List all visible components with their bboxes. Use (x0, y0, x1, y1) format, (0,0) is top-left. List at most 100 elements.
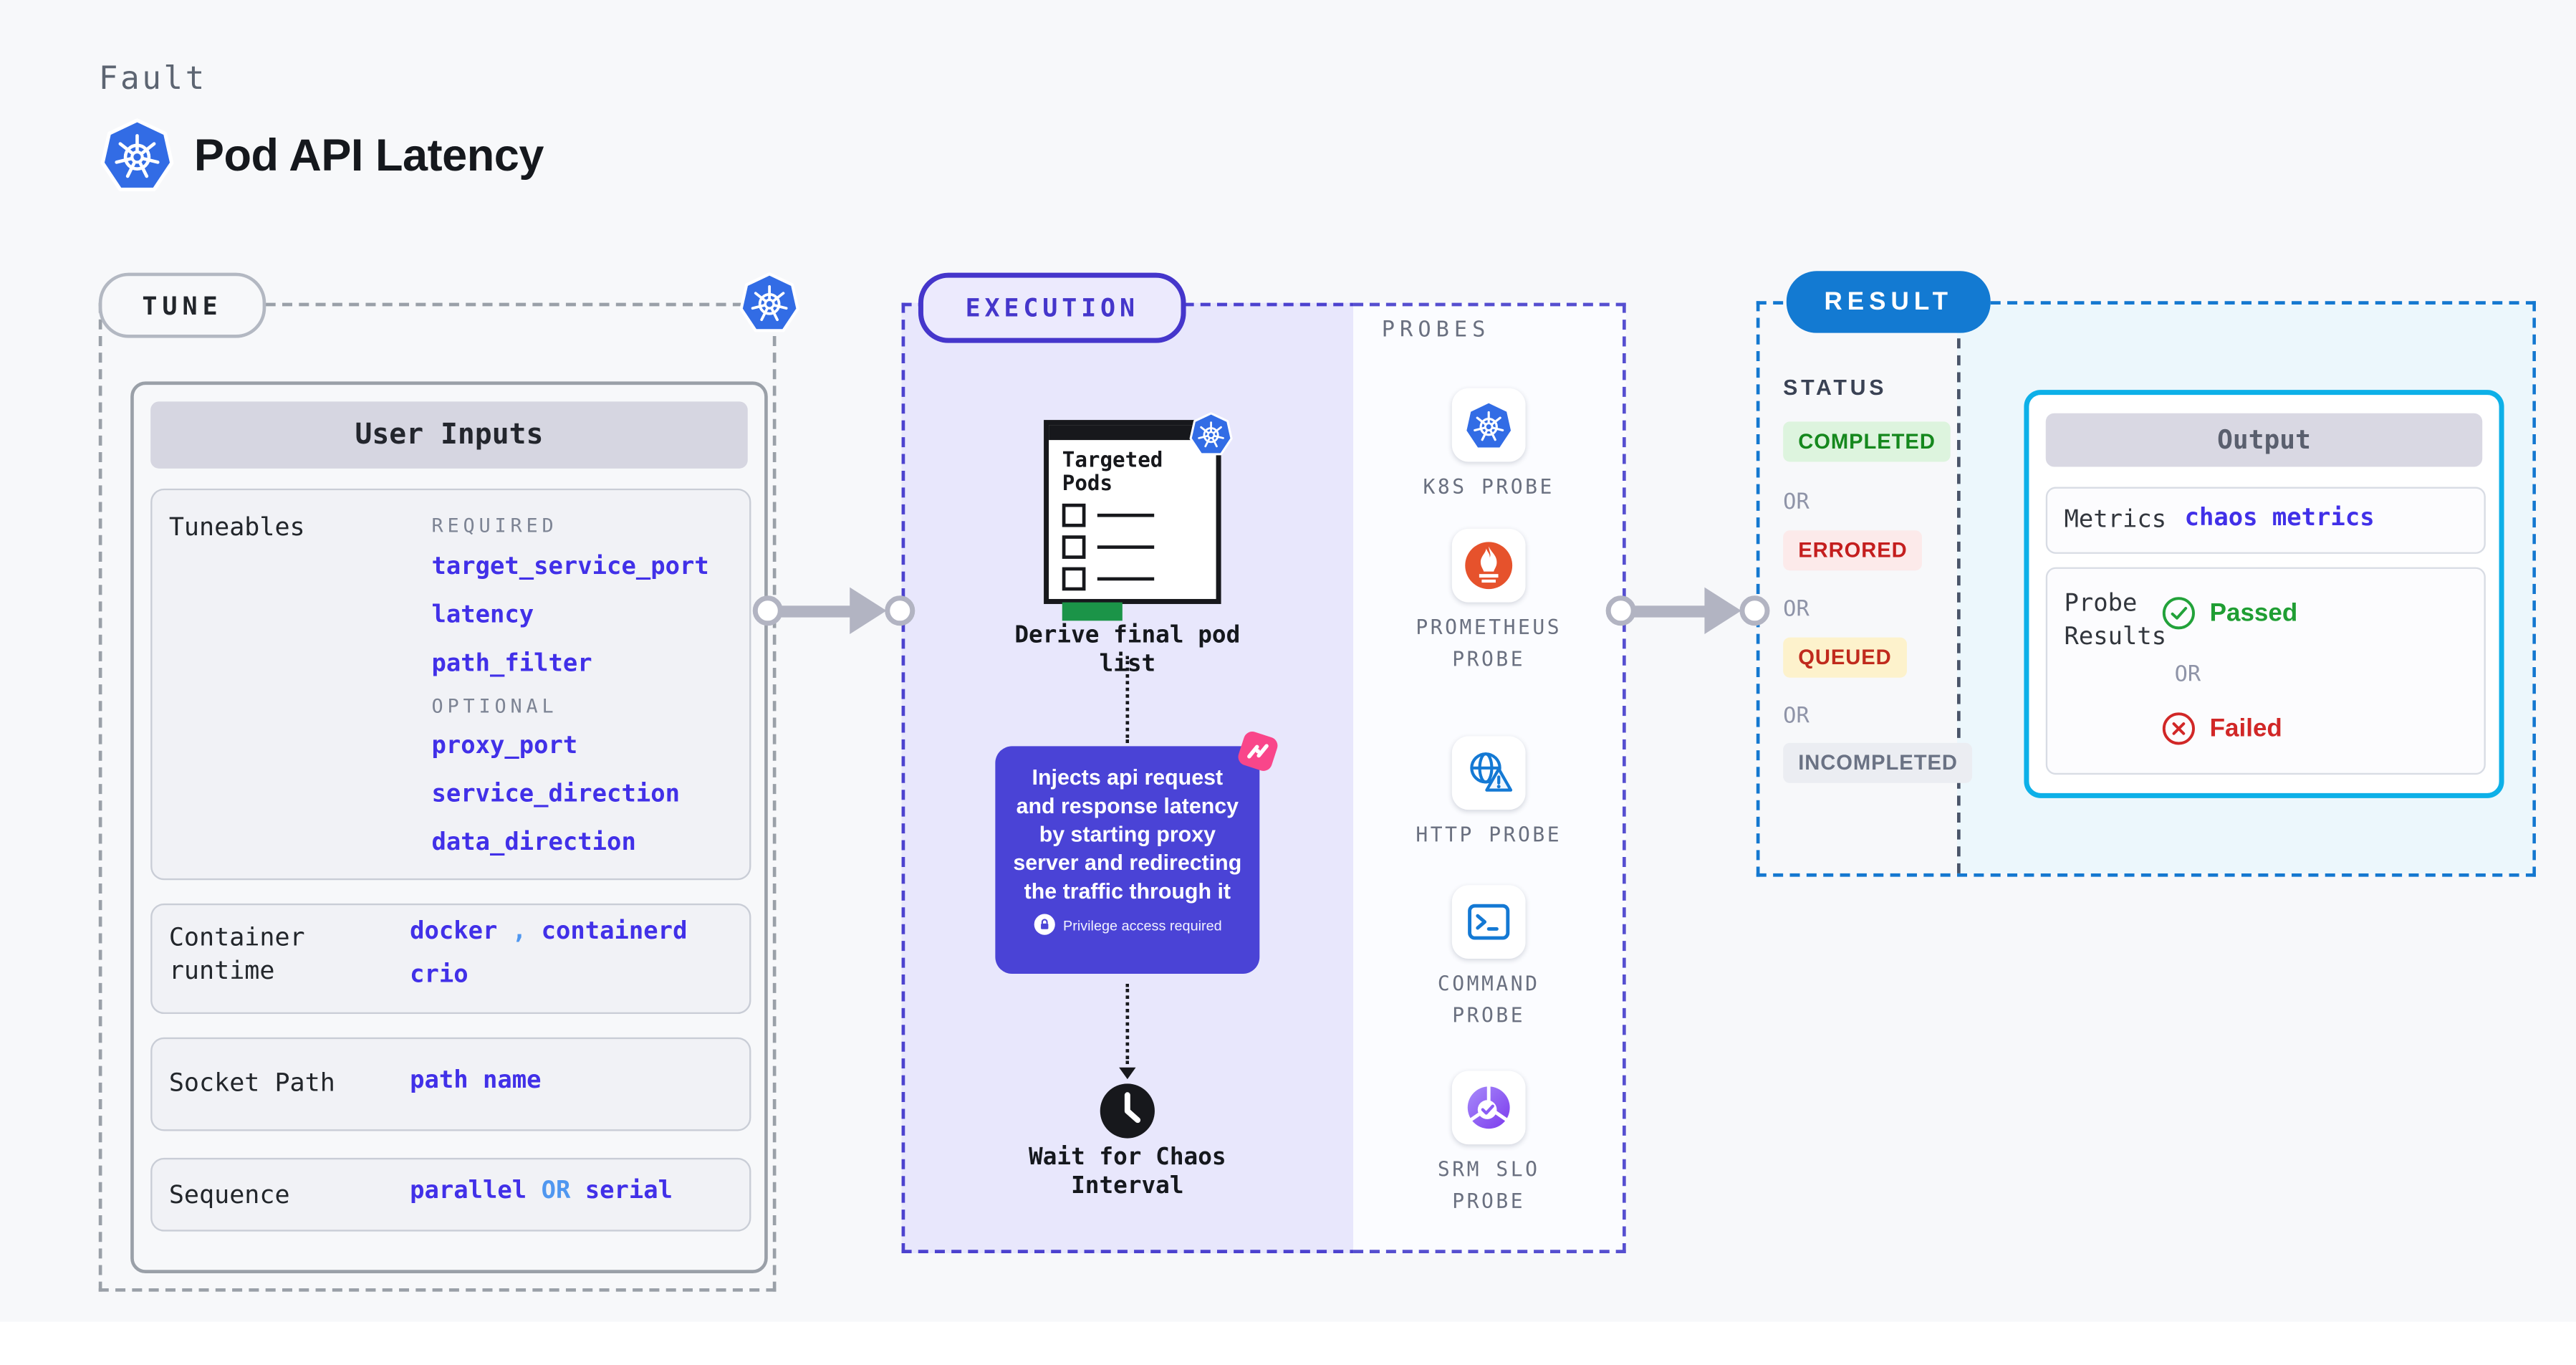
output-box: Output Metrics chaos metrics Probe Resul… (2024, 390, 2504, 798)
container-runtime-row: Container runtime docker , containerd cr… (150, 903, 751, 1015)
targeted-pods-box: Targeted Pods (1044, 420, 1221, 621)
sequence-row: Sequence parallel OR serial (150, 1157, 751, 1232)
connector-dot (1739, 595, 1770, 626)
status-badge-queued: QUEUED (1783, 637, 1907, 678)
passed-result: Passed (2161, 595, 2297, 631)
container-runtime-label: Container runtime (168, 921, 305, 986)
flow-dotted-line (1125, 656, 1130, 743)
runtime-docker: docker (410, 918, 498, 946)
k8s-probe-card (1451, 388, 1526, 462)
terminal-icon (1464, 897, 1514, 947)
checkbox-icon (1062, 567, 1086, 591)
runtime-containerd: containerd (541, 918, 688, 946)
bottom-band (0, 1321, 2576, 1365)
pod-list-item (1062, 503, 1203, 527)
pod-list-item (1062, 535, 1203, 559)
srm-slo-probe-label: SRM SLO PROBE (1437, 1157, 1540, 1212)
checkbox-icon (1062, 503, 1086, 527)
pod-line (1097, 513, 1155, 517)
inject-description-text: Injects api request and response latency… (1013, 765, 1242, 903)
param-proxy-port: proxy_port (431, 732, 578, 760)
lock-icon (1032, 914, 1055, 937)
output-title: Output (2217, 425, 2311, 456)
k8s-probe-label: K8S PROBE (1423, 475, 1554, 499)
sequence-or: OR (541, 1177, 571, 1205)
clock-icon (1099, 1083, 1155, 1139)
http-probe-label: HTTP PROBE (1416, 823, 1562, 847)
prometheus-probe-card (1451, 528, 1526, 603)
command-probe-card (1451, 885, 1526, 959)
metrics-row: Metrics chaos metrics (2045, 487, 2486, 554)
probe-results-row: Probe Results Passed OR Failed (2045, 567, 2486, 775)
user-inputs-title: User Inputs (355, 418, 544, 452)
or-separator: OR (2174, 662, 2201, 688)
status-output-divider (1957, 304, 1961, 873)
status-heading: STATUS (1783, 375, 1888, 401)
prometheus-probe-label: PROMETHEUS PROBE (1416, 616, 1562, 671)
param-data-direction: data_direction (431, 830, 636, 857)
metrics-value: chaos metrics (2184, 505, 2375, 532)
pod-line (1097, 545, 1155, 550)
result-pill-label: RESULT (1824, 287, 1953, 317)
kubernetes-icon (739, 271, 799, 335)
connector-dot (885, 595, 915, 626)
checkbox-icon (1062, 535, 1086, 559)
command-probe-label: COMMAND PROBE (1437, 972, 1540, 1027)
targeted-pods-title: Targeted Pods (1062, 446, 1163, 496)
status-badge-completed: COMPLETED (1783, 421, 1951, 462)
user-inputs-header: User Inputs (150, 401, 748, 469)
arrow-down-icon (1119, 1067, 1136, 1080)
required-label: REQUIRED (431, 513, 558, 537)
fault-eyebrow: Fault (98, 60, 207, 97)
param-latency: latency (431, 602, 534, 629)
arrow-head-icon (850, 587, 887, 634)
kubernetes-icon (100, 117, 174, 193)
result-pill: RESULT (1786, 271, 1991, 333)
socket-path-value: path name (410, 1067, 542, 1095)
arrow-shaft (1629, 605, 1711, 617)
tuneables-label: Tuneables (168, 512, 305, 542)
or-separator: OR (1783, 597, 1810, 623)
inject-description-box: Injects api request and response latency… (995, 746, 1259, 974)
status-badge-incompleted: INCOMPLETED (1783, 742, 1973, 783)
flow-dotted-line (1125, 984, 1130, 1065)
srm-slo-probe-card (1451, 1071, 1526, 1145)
probes-title: PROBES (1381, 317, 1491, 343)
param-service-direction: service_direction (431, 781, 680, 808)
slo-donut-check-icon (1464, 1083, 1514, 1133)
x-circle-icon (2162, 712, 2195, 745)
http-globe-warning-icon (1464, 748, 1514, 798)
prometheus-icon (1465, 542, 1513, 590)
kubernetes-icon (1464, 399, 1514, 449)
privilege-row: Privilege access required (995, 914, 1259, 937)
wait-chaos-interval-label: Wait for Chaos Interval (1029, 1144, 1226, 1199)
or-separator: OR (1783, 704, 1810, 730)
sequence-parallel: parallel (410, 1177, 527, 1205)
progress-bar (1062, 602, 1123, 621)
output-header: Output (2045, 413, 2483, 467)
check-circle-icon (2162, 597, 2195, 630)
passed-label: Passed (2209, 598, 2298, 628)
runtime-crio: crio (410, 962, 468, 990)
tune-pill-label: TUNE (142, 290, 223, 321)
failed-label: Failed (2209, 714, 2282, 743)
runtime-comma: , (511, 918, 527, 946)
execution-pill: EXECUTION (918, 272, 1186, 343)
probe-results-label: Probe Results (2064, 590, 2167, 651)
privilege-label: Privilege access required (1062, 916, 1222, 934)
tuneables-row: Tuneables REQUIRED target_service_port l… (150, 488, 751, 881)
metrics-label: Metrics (2064, 507, 2167, 534)
param-target-service-port: target_service_port (431, 553, 709, 581)
connector-dot (1605, 595, 1636, 626)
arrow-shaft (776, 605, 857, 617)
sequence-serial: serial (585, 1177, 673, 1205)
page-title: Pod API Latency (193, 130, 544, 181)
kubernetes-icon (1189, 411, 1233, 456)
window-title-bar (1049, 425, 1216, 441)
derive-pod-list-label: Derive final pod list (1014, 622, 1241, 678)
sequence-value: parallel OR serial (410, 1178, 673, 1204)
failed-result: Failed (2161, 711, 2282, 746)
runtime-values-line1: docker , containerd (410, 919, 687, 945)
http-probe-card (1451, 736, 1526, 810)
